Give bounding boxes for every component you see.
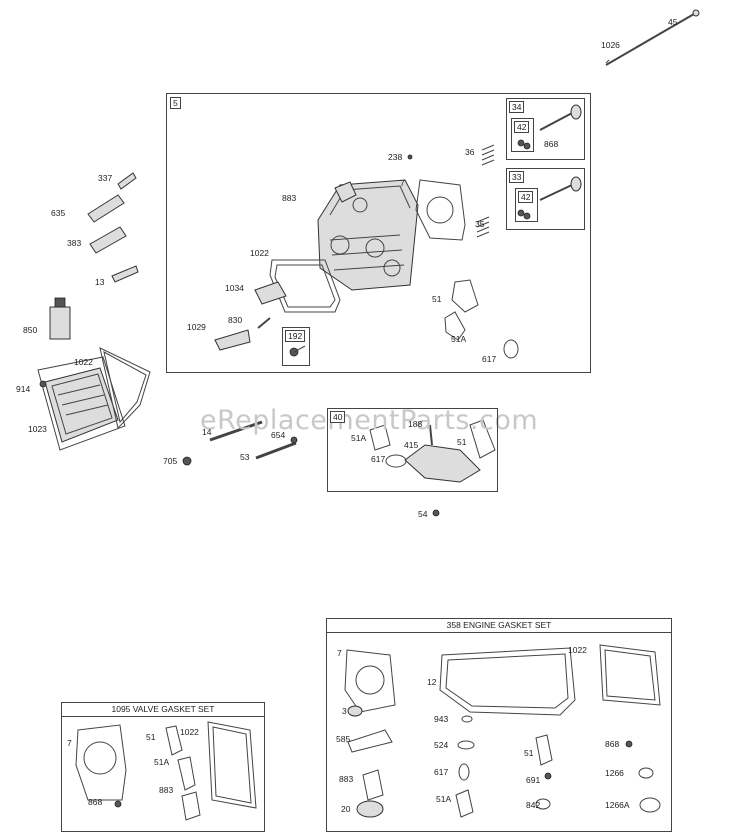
callout-36: 36 — [465, 147, 475, 157]
callout-51A-manifold: 51A — [351, 433, 367, 443]
callout-883-vgs: 883 — [159, 785, 174, 795]
kit-number-33: 33 — [509, 171, 525, 183]
callout-1022-head: 1022 — [250, 248, 269, 258]
valve-cover-drawing — [37, 347, 151, 451]
callout-705: 705 — [163, 456, 178, 466]
callout-883-egs: 883 — [339, 774, 354, 784]
callout-54: 54 — [418, 509, 428, 519]
oil-bottle-drawing — [49, 297, 71, 340]
callout-51-egs: 51 — [524, 748, 534, 758]
callout-51A-vgs: 51A — [154, 757, 170, 767]
callout-7-vgs: 7 — [67, 738, 72, 748]
callout-1026: 1026 — [601, 40, 620, 50]
callout-12: 12 — [427, 677, 437, 687]
studs-drawing — [182, 420, 440, 517]
valve-gasket-set-box: 1095 VALVE GASKET SET — [61, 702, 265, 832]
callout-691: 691 — [526, 775, 541, 785]
oil-fill-tube-drawing — [87, 172, 139, 283]
exhaust-valve-drawing — [517, 104, 582, 150]
breather-tube-drawing — [289, 345, 306, 357]
exhaust-valve-kit-box: 34 — [506, 98, 585, 160]
callout-943: 943 — [434, 714, 449, 724]
engine-gasket-set-box: 358 ENGINE GASKET SET — [326, 618, 672, 832]
callout-585: 585 — [336, 734, 351, 744]
engine-gasket-set-drawing — [344, 644, 661, 818]
callout-337: 337 — [98, 173, 113, 183]
callout-914: 914 — [16, 384, 31, 394]
intake-keeper-box: 42 — [515, 188, 538, 222]
callout-238: 238 — [388, 152, 403, 162]
engine-gasket-set-title: 358 ENGINE GASKET SET — [327, 619, 671, 633]
callout-51A-head: 51A — [451, 334, 467, 344]
callout-51A-egs: 51A — [436, 794, 452, 804]
intake-manifold-kit-box: 40 — [327, 408, 498, 492]
valve-gasket-set-drawing — [75, 721, 257, 821]
cylinder-head-kit-box: 5 — [166, 93, 591, 373]
callout-3: 3 — [342, 706, 347, 716]
exhaust-keeper-box: 42 — [511, 118, 534, 152]
callout-635: 635 — [51, 208, 66, 218]
callout-1022-egs: 1022 — [568, 645, 587, 655]
breather-subkit-box: 192 — [282, 327, 310, 366]
watermark: eReplacementParts.com — [200, 405, 539, 436]
callout-868-egs: 868 — [605, 739, 620, 749]
callout-617-head: 617 — [482, 354, 497, 364]
callout-1266: 1266 — [605, 768, 624, 778]
breather-drawing — [214, 181, 357, 351]
callout-1022-vgs: 1022 — [180, 727, 199, 737]
intake-valve-kit-box: 33 — [506, 168, 585, 230]
callout-868-valve: 868 — [544, 139, 559, 149]
intake-valve-drawing — [517, 176, 582, 220]
callout-617-egs: 617 — [434, 767, 449, 777]
callout-617-manifold: 617 — [371, 454, 386, 464]
callout-7-head-gasket: 7 — [400, 178, 405, 188]
callout-1034: 1034 — [225, 283, 244, 293]
valve-spring-drawing — [476, 144, 495, 238]
callout-850: 850 — [23, 325, 38, 335]
kit-number-5: 5 — [170, 97, 181, 109]
callout-1266A: 1266A — [605, 800, 630, 810]
callout-14: 14 — [202, 427, 212, 437]
callout-842: 842 — [526, 800, 541, 810]
callout-188: 188 — [408, 419, 423, 429]
callout-13: 13 — [95, 277, 105, 287]
callout-830: 830 — [228, 315, 243, 325]
callout-45: 45 — [668, 17, 678, 27]
valve-cover-gasket-drawing — [269, 259, 341, 313]
callout-20: 20 — [341, 804, 351, 814]
callout-883-head: 883 — [282, 193, 297, 203]
callout-868-vgs: 868 — [88, 797, 103, 807]
dipstick-tube-drawing — [605, 9, 700, 66]
intake-gasket-drawing — [407, 154, 519, 359]
callout-1022-cover-gasket: 1022 — [74, 357, 93, 367]
callout-383: 383 — [67, 238, 82, 248]
callout-51-head: 51 — [432, 294, 442, 304]
callout-415: 415 — [404, 440, 419, 450]
kit-number-42-intake: 42 — [518, 191, 534, 203]
callout-1023: 1023 — [28, 424, 47, 434]
kit-number-34: 34 — [509, 101, 525, 113]
callout-51-manifold: 51 — [457, 437, 467, 447]
valve-gasket-set-title: 1095 VALVE GASKET SET — [62, 703, 264, 717]
kit-number-40: 40 — [330, 411, 346, 423]
callout-35: 35 — [475, 219, 485, 229]
kit-number-192: 192 — [285, 330, 306, 342]
intake-manifold-drawing — [369, 419, 496, 483]
callout-1029: 1029 — [187, 322, 206, 332]
callout-7-egs: 7 — [337, 648, 342, 658]
callout-524: 524 — [434, 740, 449, 750]
cylinder-head-drawing — [317, 179, 419, 291]
callout-654: 654 — [271, 430, 286, 440]
kit-number-42-exhaust: 42 — [514, 121, 530, 133]
head-gasket-drawing — [415, 179, 466, 241]
callout-53: 53 — [240, 452, 250, 462]
callout-51-vgs: 51 — [146, 732, 156, 742]
